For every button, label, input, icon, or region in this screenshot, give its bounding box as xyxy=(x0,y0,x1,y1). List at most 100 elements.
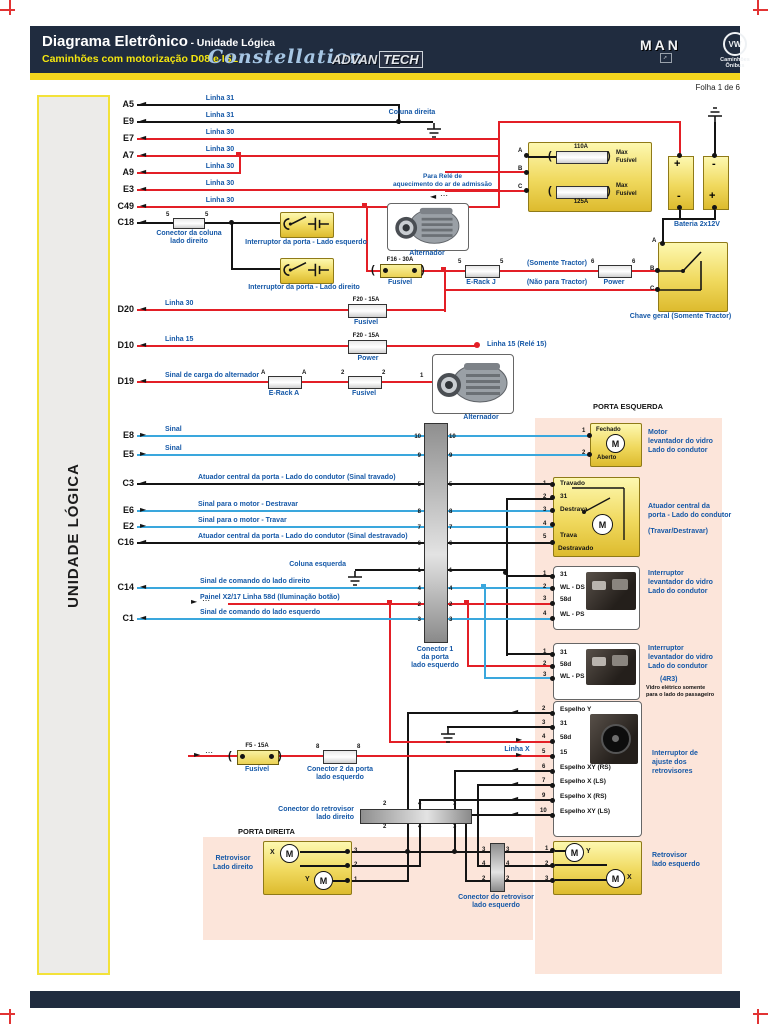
crop-mark xyxy=(757,0,759,15)
battery-cell xyxy=(668,156,694,210)
terminal-dot xyxy=(550,586,555,591)
connector-pin: 8 xyxy=(357,744,361,750)
arrow-right-icon: ► xyxy=(140,521,147,530)
logic-pin: E8 xyxy=(122,430,134,440)
logic-pin: C1 xyxy=(122,613,134,623)
mirror-left-label-2: lado esquerdo xyxy=(652,861,700,868)
window-switch2-label-2: levantador do vidro xyxy=(648,654,713,661)
connector-pin: 2 xyxy=(382,370,386,376)
connector-pin: 1 xyxy=(449,568,453,574)
logic-pin: A7 xyxy=(122,150,134,160)
wire xyxy=(446,618,554,620)
crop-mark xyxy=(0,1013,15,1015)
logic-pin: A9 xyxy=(122,167,134,177)
actuator-label-2: porta - Lado do condutor xyxy=(648,512,732,519)
terminal-label: A xyxy=(518,148,523,154)
connector-pin: 2 xyxy=(506,876,510,882)
motor-state-label: Aberto xyxy=(597,455,617,461)
dashed-continuation-icon: ⋯ xyxy=(202,596,210,605)
mirror-right-label-2: Lado direito xyxy=(212,864,254,871)
alternator-label: Alternador xyxy=(463,414,499,421)
battery-plus-icon: + xyxy=(674,158,681,170)
arrow-left-icon: ◄ xyxy=(430,192,437,201)
mirror-connector-right-label-2: lado direito xyxy=(316,814,354,821)
wire xyxy=(137,618,424,620)
wire-label: Linha 30 xyxy=(205,146,235,153)
wire xyxy=(419,799,421,867)
wire xyxy=(446,454,590,456)
unit-label: UNIDADE LÓGICA xyxy=(65,462,82,608)
connector-pin: 6 xyxy=(449,541,453,547)
mirror-axis-label: Y xyxy=(305,876,310,883)
connector-pin: 8 xyxy=(316,744,320,750)
logic-pin: A5 xyxy=(122,99,134,109)
wire xyxy=(467,665,554,667)
window-switch-label-2: levantador do vidro xyxy=(648,579,713,586)
logic-pin: E3 xyxy=(122,184,134,194)
wire xyxy=(446,569,508,571)
constellation-logo: Constellation xyxy=(208,46,364,68)
wire xyxy=(407,712,409,882)
terminal-dot xyxy=(345,863,350,868)
switch-terminal: Espelho XY (LS) xyxy=(560,808,611,815)
connector-pin: 6 xyxy=(417,541,421,547)
arrow-right-icon: ► xyxy=(516,735,523,744)
wire xyxy=(662,218,681,220)
mirror-connector-left-label-2: lado esquerdo xyxy=(472,902,520,909)
erack-j-connector xyxy=(465,265,500,278)
vw-roundel-icon: VW xyxy=(723,32,747,56)
fuse-label: Fusível xyxy=(351,390,377,397)
connector-pin: 5 xyxy=(458,259,462,265)
fuse xyxy=(380,264,422,278)
wire xyxy=(467,603,469,667)
arrow-left-icon: ◄ xyxy=(140,613,147,622)
arrow-right-icon: ► xyxy=(140,430,147,439)
connector-pin: 2 xyxy=(417,602,421,608)
window-switch2-label-3: Lado do condutor xyxy=(648,663,708,670)
door-switch-label: Interruptor da porta - Lado direito xyxy=(248,284,360,291)
actuator-state: 31 xyxy=(560,493,568,500)
logic-pin: E6 xyxy=(122,505,134,515)
wire xyxy=(137,587,424,589)
junction-dot xyxy=(387,600,392,605)
crop-mark xyxy=(0,9,15,11)
connector-pin: 4 xyxy=(417,586,421,592)
wire xyxy=(445,171,525,173)
mirror-connector-left-label-1: Conector do retrovisor xyxy=(458,894,534,901)
man-logo-badge-icon: ➚ xyxy=(660,53,672,63)
connector-pin: 3 xyxy=(545,876,549,882)
logic-pin: D10 xyxy=(117,340,134,350)
door-switch-icon xyxy=(283,262,329,277)
ground-icon xyxy=(427,123,441,138)
terminal-dot xyxy=(550,574,555,579)
connector-pin: 2 xyxy=(482,876,486,882)
wire xyxy=(465,880,494,882)
wire-label: Linha 15 xyxy=(165,336,194,343)
header-title-line: Diagrama Eletrônico - Unidade Lógica xyxy=(42,33,275,51)
fuse-cap-icon: ( xyxy=(228,750,232,762)
wire xyxy=(201,222,233,224)
motor-icon: M xyxy=(606,869,625,888)
fuse-cap-icon: ( xyxy=(371,264,375,276)
motor-icon: M xyxy=(606,434,625,453)
wire xyxy=(137,542,424,544)
terminal-dot xyxy=(660,241,665,246)
advantech-logo-text-a: ADVAN xyxy=(332,52,378,67)
para-rele-label-2: aquecimento do ar de admissão xyxy=(393,181,492,188)
wire xyxy=(477,865,494,867)
window-motor-label-1: Motor xyxy=(648,429,668,436)
mirror-switch-label-1: Interruptor de xyxy=(652,750,698,757)
door-connector-2 xyxy=(323,750,357,764)
terminal-dot xyxy=(524,153,529,158)
wire xyxy=(498,121,500,208)
terminal-dot xyxy=(550,482,555,487)
junction-dot xyxy=(362,203,367,208)
actuator-state: Travado xyxy=(560,480,585,487)
wire xyxy=(504,865,554,867)
wire xyxy=(389,603,391,743)
arrow-left-icon: ◄ xyxy=(140,304,147,313)
connector-pin: 2 xyxy=(354,862,358,868)
wire-label: Sinal de carga do alternador xyxy=(165,372,260,379)
terminal-dot xyxy=(550,783,555,788)
switch-terminal: Espelho XY (RS) xyxy=(560,764,611,771)
